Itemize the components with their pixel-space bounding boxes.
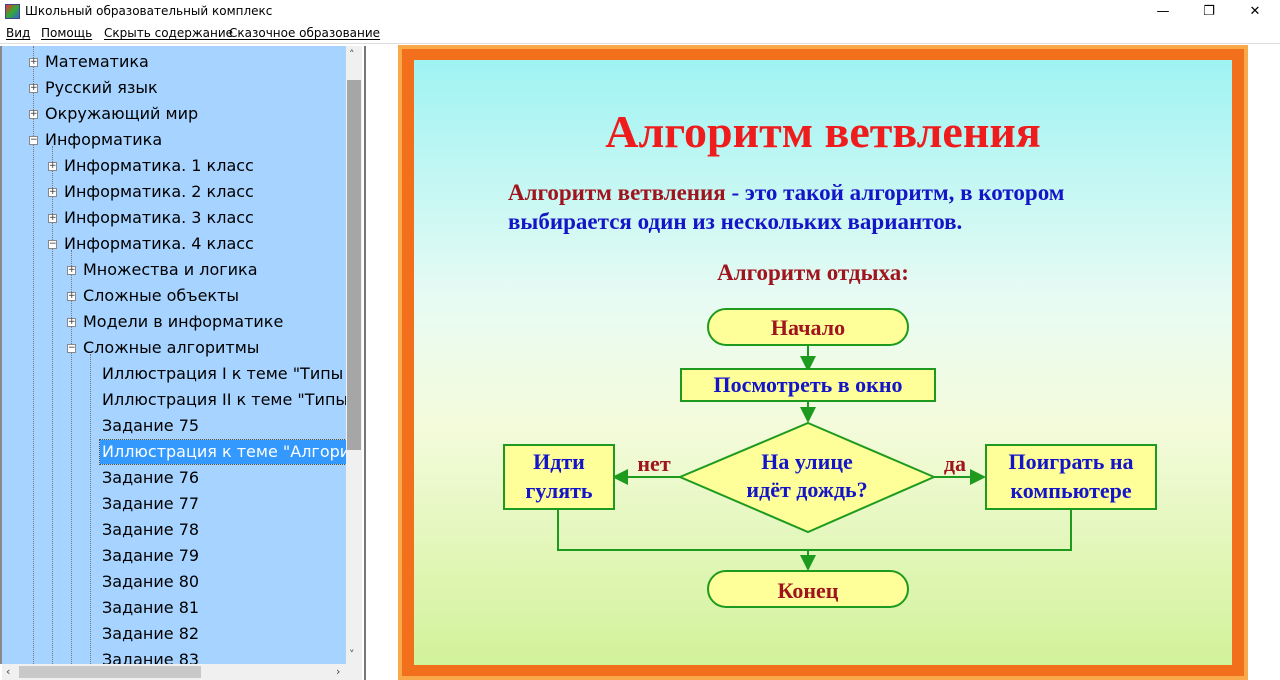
tree-item[interactable]: Множества и логика (83, 260, 258, 279)
tree-item[interactable]: Задание 81 (102, 598, 200, 617)
expand-icon[interactable]: + (29, 109, 38, 119)
tree-item[interactable]: Задание 79 (102, 546, 200, 565)
collapse-icon[interactable]: − (48, 239, 57, 249)
flow-left-line2: гулять (525, 478, 592, 503)
title-bar: Школьный образовательный комплекс — ❐ ✕ (0, 0, 1280, 24)
flow-decision-line2: идёт дождь? (746, 477, 867, 502)
slide-subtitle: Алгоритм отдыха: (717, 260, 909, 285)
tree-item[interactable]: Задание 82 (102, 624, 200, 643)
collapse-icon[interactable]: − (29, 135, 38, 145)
tree-guide-line (90, 354, 91, 664)
expand-icon[interactable]: + (48, 187, 57, 197)
flow-decision-shape (677, 421, 937, 534)
flow-left-line1: Идти (533, 449, 585, 474)
flow-end-shape (707, 570, 909, 608)
tree-item[interactable]: Математика (45, 52, 149, 71)
flow-no-label: нет (637, 451, 670, 476)
tree-item[interactable]: Русский язык (45, 78, 158, 97)
menu-bar: Вид Помощь Скрыть содержание Сказочное о… (0, 24, 1280, 44)
minimize-button[interactable]: — (1156, 4, 1170, 19)
tree-item[interactable]: Модели в информатике (83, 312, 284, 331)
flow-start-label: Начало (771, 315, 845, 340)
tree-item[interactable]: Сложные объекты (83, 286, 240, 305)
app-icon (5, 4, 20, 19)
tree-item[interactable]: Информатика. 1 класс (64, 156, 254, 175)
flow-left-shape (503, 444, 615, 510)
tree-horizontal-scrollbar[interactable]: ‹ › (2, 664, 362, 680)
tree-item[interactable]: Информатика (45, 130, 163, 149)
tree-vertical-scrollbar[interactable]: ˄ ˅ (346, 46, 362, 664)
expand-icon[interactable]: + (67, 265, 76, 275)
menu-hide-contents[interactable]: Скрыть содержание (104, 26, 234, 40)
tree-item[interactable]: Задание 76 (102, 468, 200, 487)
scroll-left-icon[interactable]: ‹ (6, 665, 11, 678)
flow-right-line1: Поиграть на (1008, 449, 1133, 474)
tree-guide-line (52, 146, 53, 664)
tree-item[interactable]: Информатика. 2 класс (64, 182, 254, 201)
expand-icon[interactable]: + (67, 291, 76, 301)
tree-item[interactable]: Окружающий мир (45, 104, 199, 123)
flow-right-line2: компьютере (1010, 478, 1132, 503)
tree-item[interactable]: Задание 83 (102, 650, 200, 664)
tree-item[interactable]: Задание 77 (102, 494, 200, 513)
window-title: Школьный образовательный комплекс (25, 4, 273, 18)
expand-icon[interactable]: + (29, 83, 38, 93)
maximize-button[interactable]: ❐ (1203, 4, 1215, 19)
contents-tree[interactable]: + Математика + Русский язык + Окружающий мир −… (0, 46, 346, 664)
tree-item[interactable]: Информатика. 3 класс (64, 208, 254, 227)
definition-line-1: Алгоритм ветвления - это такой алгоритм,… (508, 180, 1064, 205)
tree-item[interactable]: Информатика. 4 класс (64, 234, 254, 253)
tree-item[interactable]: Иллюстрация к теме "Алгоритм (99, 439, 346, 465)
tree-item[interactable]: Сложные алгоритмы (83, 338, 260, 357)
scroll-right-icon[interactable]: › (336, 665, 341, 678)
flow-end-label: Конец (778, 578, 839, 603)
flow-process-label: Посмотреть в окно (713, 372, 902, 397)
close-button[interactable]: ✕ (1249, 4, 1261, 19)
slide-content (414, 60, 1232, 665)
scroll-thumb[interactable] (19, 666, 201, 678)
tree-item[interactable]: Задание 75 (102, 416, 200, 435)
flow-yes-label: да (944, 451, 966, 476)
scroll-thumb[interactable] (347, 80, 361, 450)
tree-guide-line (33, 46, 34, 664)
tree-guide-line (71, 250, 72, 664)
expand-icon[interactable]: + (48, 161, 57, 171)
expand-icon[interactable]: + (48, 213, 57, 223)
tree-item[interactable]: Задание 80 (102, 572, 200, 591)
slide-title: Алгоритм ветвления (605, 106, 1041, 157)
collapse-icon[interactable]: − (67, 343, 76, 353)
slide-diagram: Алгоритм ветвления Алгоритм ветвления - … (503, 106, 1157, 608)
tree-item[interactable]: Задание 78 (102, 520, 200, 539)
tree-item[interactable]: Иллюстрация I к теме "Типы ал (102, 364, 346, 383)
flow-process-shape (680, 368, 936, 402)
pane-splitter[interactable] (364, 46, 368, 680)
flow-right-shape (985, 444, 1157, 510)
menu-help[interactable]: Помощь (41, 26, 93, 40)
definition-line-2: выбирается один из нескольких вариантов. (508, 209, 962, 234)
flow-start-shape (707, 308, 909, 346)
scroll-down-icon[interactable]: ˅ (349, 648, 355, 661)
slide-frame: Алгоритм ветвления Алгоритм ветвления - … (398, 45, 1248, 680)
menu-fairy-education[interactable]: Сказочное образование (229, 26, 381, 40)
expand-icon[interactable]: + (29, 57, 38, 67)
scroll-up-icon[interactable]: ˄ (349, 48, 355, 61)
tree-item[interactable]: Иллюстрация II к теме "Типы ал (102, 390, 346, 409)
flow-decision-line1: На улице (761, 449, 853, 474)
menu-view[interactable]: Вид (6, 26, 31, 40)
expand-icon[interactable]: + (67, 317, 76, 327)
